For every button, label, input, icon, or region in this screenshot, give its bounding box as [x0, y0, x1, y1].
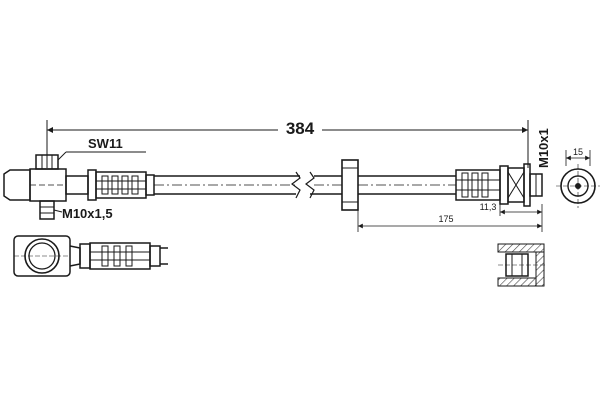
end-diameter-label: 15 — [573, 147, 583, 157]
sleeve-distance-label: 175 — [438, 214, 453, 224]
wrench-size-label: SW11 — [88, 136, 123, 151]
sleeve-distance-dimension: 175 — [357, 204, 543, 232]
bracket-sleeve — [341, 159, 359, 211]
left-crimp-sleeve — [87, 169, 155, 201]
left-thread-label: M10x1,5 — [62, 206, 113, 221]
right-crimp-fitting: M10x1 — [455, 128, 551, 207]
overall-length-label: 384 — [286, 119, 315, 138]
overall-length-dimension: 384 — [46, 116, 529, 168]
right-thread-label: M10x1 — [536, 128, 551, 168]
mounting-section-view — [497, 243, 546, 287]
banjo-top-view — [13, 235, 168, 277]
end-view: 15 — [556, 147, 600, 208]
end-dimension-label: 11,3 — [480, 202, 497, 212]
end-dimension: 11,3 — [480, 202, 542, 216]
hose-body — [154, 171, 456, 199]
left-banjo-fitting: SW11 M10x1,5 — [3, 136, 146, 221]
